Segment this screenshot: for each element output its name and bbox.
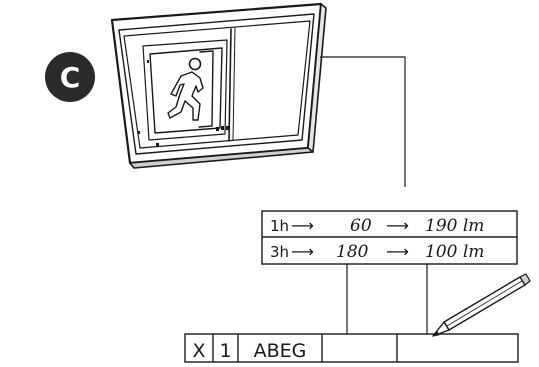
row2-duration: 3h <box>270 243 289 261</box>
sign-door <box>198 50 214 128</box>
code-boxes-border <box>184 333 519 363</box>
pen-barrel-line <box>446 280 523 327</box>
running-man-head <box>188 57 202 71</box>
leader-line <box>320 56 406 187</box>
sign-frame-inner-2 <box>123 20 311 149</box>
sign-screw-2 <box>147 60 149 63</box>
badge-circle <box>45 52 95 102</box>
pen-cap <box>519 273 531 286</box>
sign-left-panel <box>142 39 228 141</box>
sign-screw-3 <box>138 131 140 134</box>
row1-lumens: 190 lm <box>425 216 484 236</box>
code-boxes: X 1 ABEG <box>184 333 519 363</box>
row1-arrow1: ⟶ <box>291 216 314 235</box>
sign-divider <box>228 28 232 142</box>
row1-arrow2: ⟶ <box>386 216 409 235</box>
pen-icon <box>432 273 531 337</box>
sign-frame-inner <box>118 13 315 155</box>
row2-lumens: 100 lm <box>425 242 484 262</box>
row2-arrow2: ⟶ <box>386 242 409 261</box>
sign-pictogram-frame <box>149 47 223 134</box>
code-box-2: 1 <box>219 340 231 362</box>
badge: C <box>45 52 95 102</box>
running-man-body <box>167 71 204 121</box>
code-box-1: X <box>192 340 205 362</box>
sign-led-3 <box>226 126 229 130</box>
row2-value: 180 <box>336 242 369 262</box>
exit-sign-running-man-icon <box>110 2 327 169</box>
sign-led-2 <box>221 126 224 130</box>
badge-letter: C <box>60 61 81 94</box>
sign-screw-1 <box>156 143 159 146</box>
sign-divider-2 <box>232 27 236 141</box>
sign-led-1 <box>216 127 219 131</box>
row1-value: 60 <box>350 216 372 236</box>
row1-duration: 1h <box>270 217 289 235</box>
sign-frame-bottom <box>129 147 314 169</box>
pen-nib <box>432 330 440 337</box>
code-box-3: ABEG <box>254 340 307 362</box>
row2-arrow1: ⟶ <box>291 242 314 261</box>
label-table: 1h ⟶ 60 ⟶ 190 lm 3h ⟶ 180 ⟶ 100 lm <box>261 210 518 265</box>
